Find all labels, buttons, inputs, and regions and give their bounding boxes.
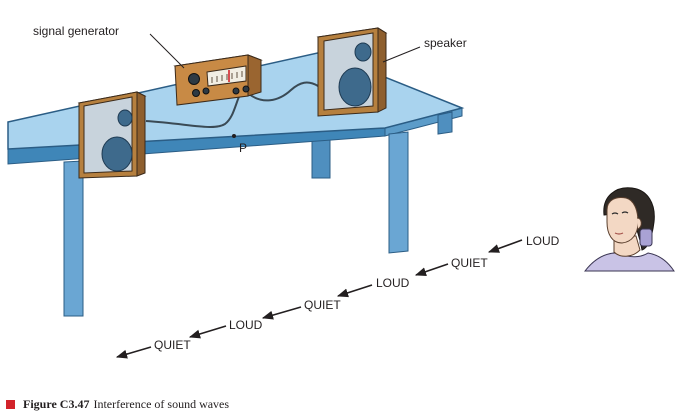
table-leg-front-left [63, 160, 84, 317]
point-p-marker [232, 134, 236, 138]
listener-face [606, 197, 639, 244]
listener-eye-right [621, 211, 629, 214]
listener-mouth [614, 232, 624, 235]
generator-knob-small-2 [202, 87, 210, 95]
signal-generator-label: signal generator [33, 24, 119, 38]
wave-arrow-5 [188, 325, 227, 339]
listener-shirt [583, 252, 675, 272]
generator-knob-small-1 [192, 89, 200, 97]
wave-label-5: LOUD [229, 318, 263, 332]
wave-arrow-4 [261, 306, 302, 320]
wave-label-2: QUIET [451, 256, 488, 270]
table-leg-back-mid [437, 111, 453, 135]
wire-left [145, 93, 241, 129]
right-speaker-tweeter [354, 42, 372, 62]
wave-arrow-3 [336, 284, 373, 298]
figure-caption: Figure C3.47 Interference of sound waves [6, 397, 229, 411]
generator-knob-large [188, 73, 200, 85]
left-speaker-tweeter [117, 109, 133, 127]
left-speaker [77, 91, 147, 179]
wave-label-3: LOUD [376, 276, 410, 290]
wave-arrow-2 [414, 263, 449, 276]
signal-generator-leader [149, 33, 185, 69]
wave-label-4: QUIET [304, 298, 341, 312]
left-speaker-woofer [101, 136, 133, 172]
right-speaker [316, 27, 388, 117]
table-leg-back-right [311, 138, 331, 179]
wave-label-6: QUIET [154, 338, 191, 352]
figure-number: Figure C3.47 [23, 396, 90, 411]
listener [583, 187, 675, 272]
wave-label-1: LOUD [526, 234, 560, 248]
generator-terminal-1 [232, 87, 240, 95]
wave-arrow-1 [487, 239, 523, 253]
wave-arrow-6 [115, 346, 152, 359]
listener-eye-left [611, 212, 619, 215]
speaker-label: speaker [424, 36, 467, 50]
signal-generator [173, 54, 263, 106]
wire-right [248, 81, 319, 102]
listener-phone [639, 228, 653, 247]
caption-text: Interference of sound waves [93, 396, 230, 411]
listener-ear [636, 217, 642, 230]
caption-marker [6, 399, 15, 409]
generator-terminal-2 [242, 85, 250, 93]
point-p-label: P [239, 141, 247, 155]
right-speaker-woofer [338, 67, 372, 107]
table-leg-front-right [388, 131, 409, 254]
speaker-leader [382, 46, 421, 63]
